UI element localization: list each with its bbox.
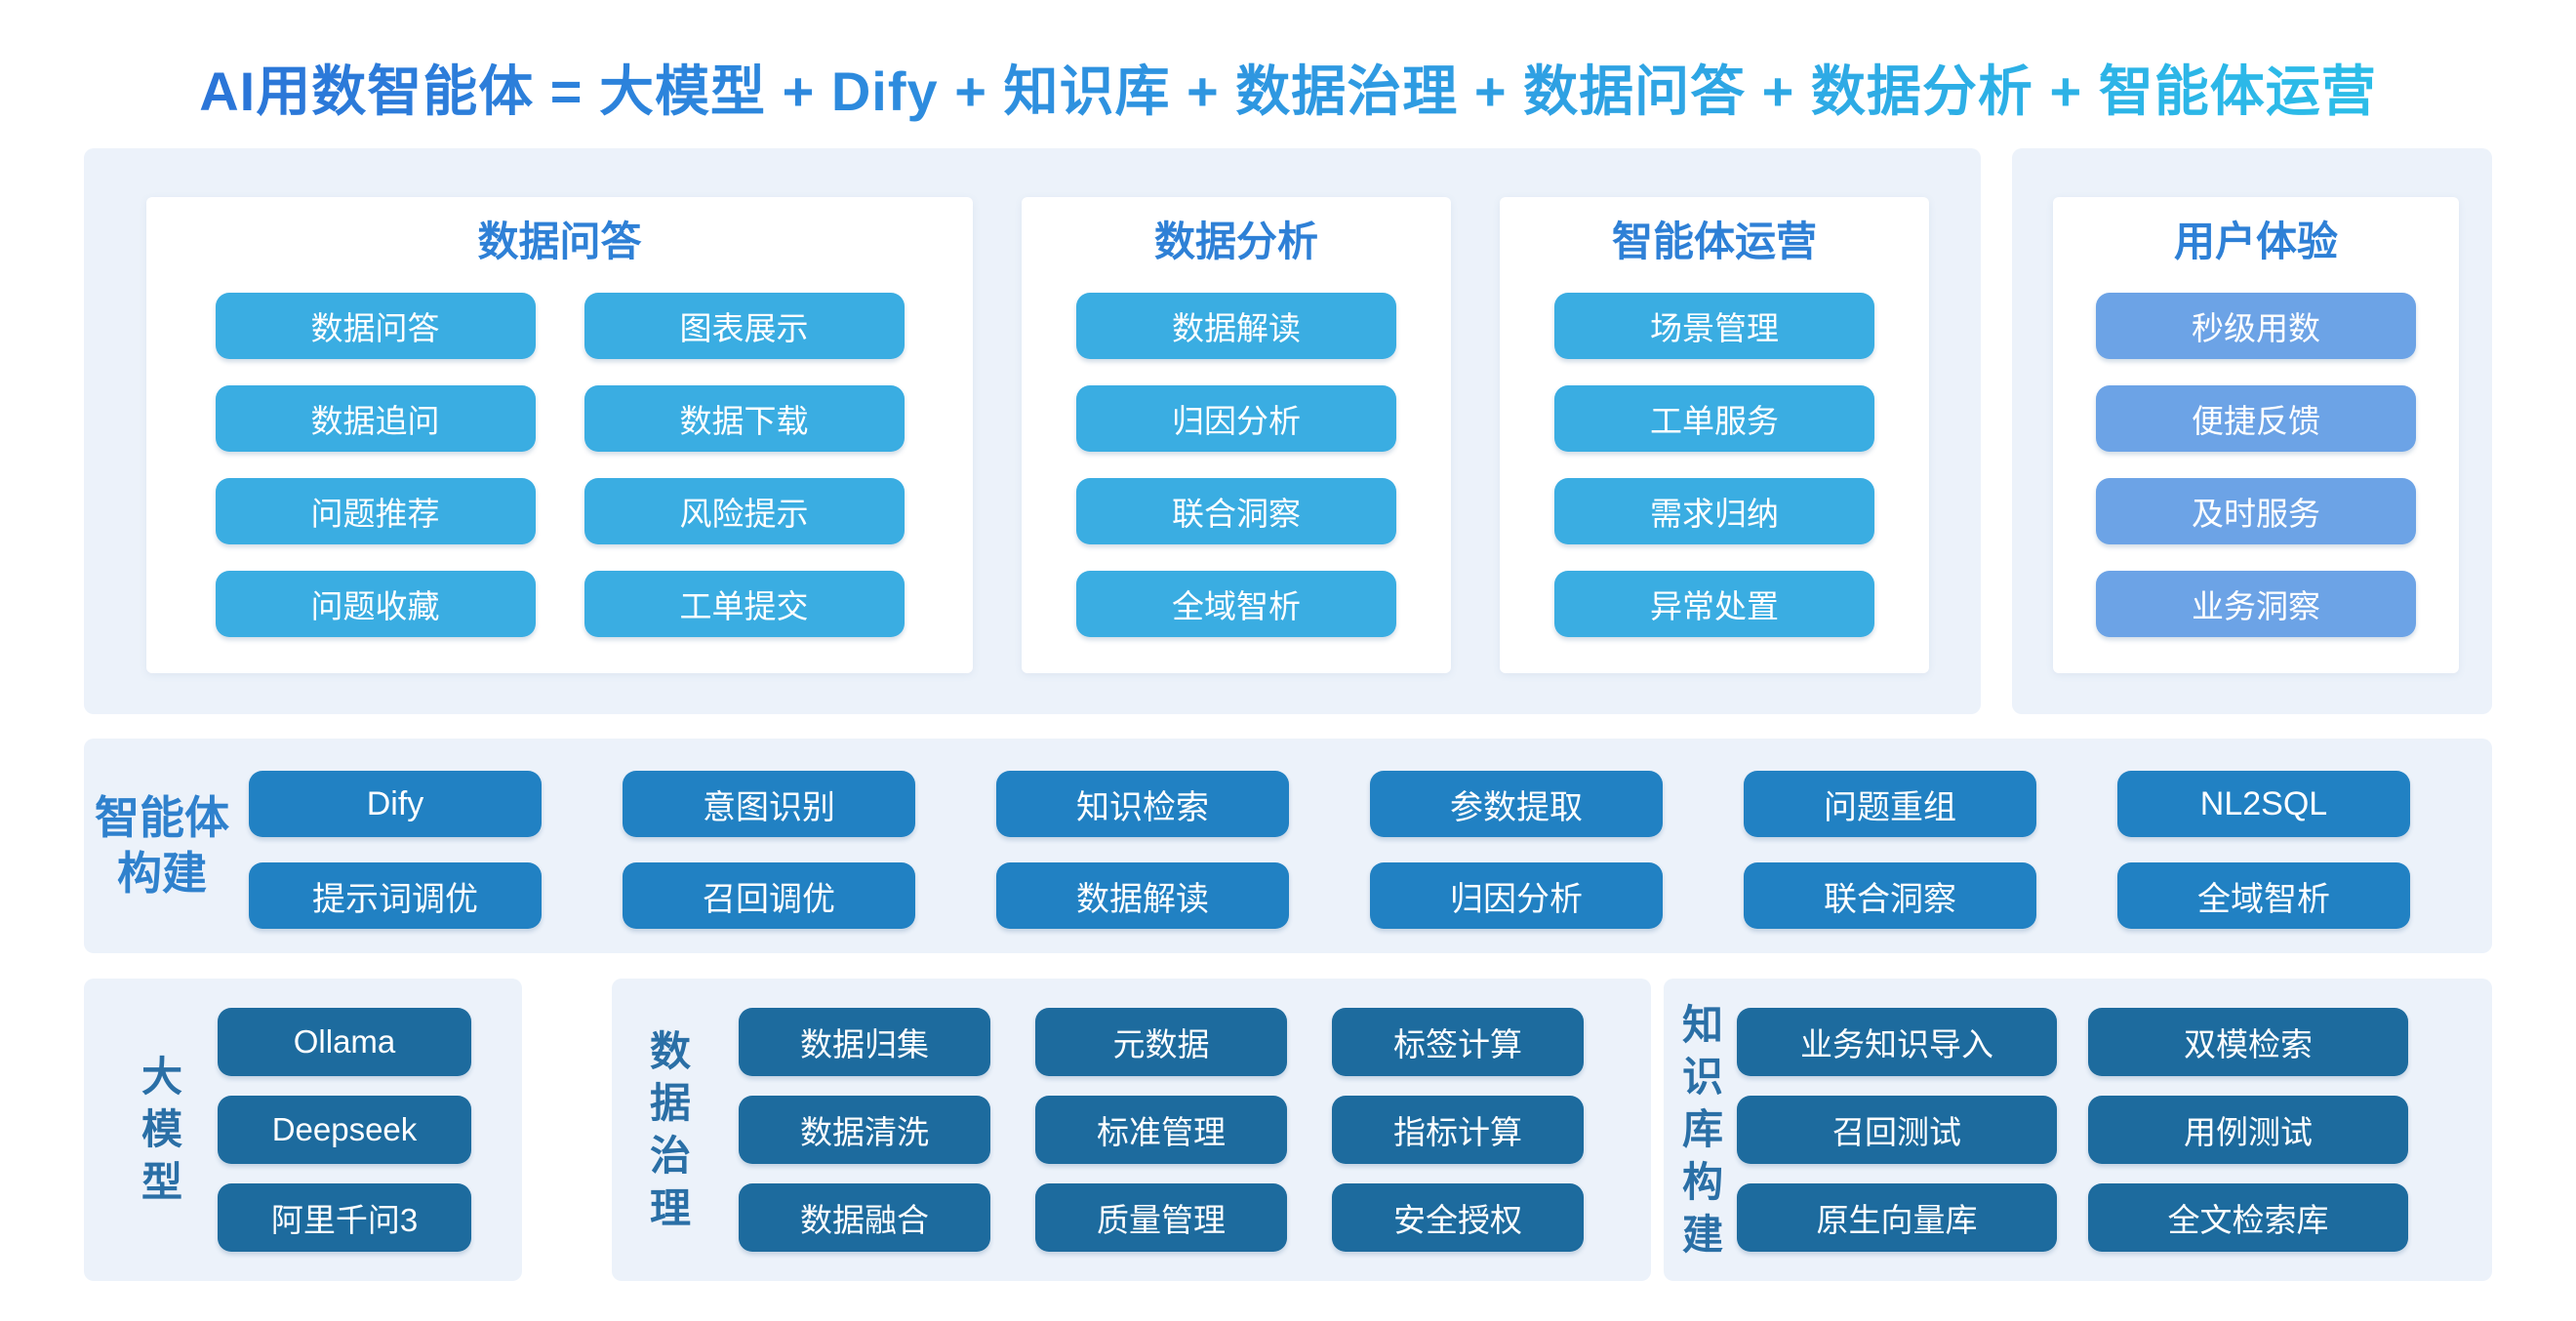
llm-panel: 大模型 Ollama Deepseek 阿里千问3 — [84, 979, 522, 1281]
user-experience-panel: 用户体验 秒级用数 便捷反馈 及时服务 业务洞察 — [2012, 148, 2492, 714]
top-chip: 联合洞察 — [1076, 478, 1396, 544]
card-data-analysis: 数据分析 数据解读 归因分析 联合洞察 全域智析 — [1022, 197, 1451, 673]
diagram-title: AI用数智能体 = 大模型 + Dify + 知识库 + 数据治理 + 数据问答… — [0, 33, 2576, 140]
user-experience-chip-grid: 秒级用数 便捷反馈 及时服务 业务洞察 — [2096, 293, 2416, 637]
ux-chip: 及时服务 — [2096, 478, 2416, 544]
llm-label-wrap: 大模型 — [84, 979, 240, 1281]
knowledge-base-panel: 知识库构建 业务知识导入 双模检索 召回测试 用例测试 原生向量库 全文检索库 — [1664, 979, 2492, 1281]
agent-building-label-line1: 智能体 — [95, 791, 229, 843]
bottom-chip: 用例测试 — [2088, 1096, 2408, 1164]
top-chip: 风险提示 — [584, 478, 905, 544]
bottom-chip: 标准管理 — [1035, 1096, 1287, 1164]
bottom-chip: 数据归集 — [739, 1008, 990, 1076]
bottom-chip: 质量管理 — [1035, 1183, 1287, 1252]
bottom-chip: 原生向量库 — [1737, 1183, 2057, 1252]
bottom-chip: 召回测试 — [1737, 1096, 2057, 1164]
bottom-chip: Ollama — [218, 1008, 471, 1076]
top-chip: 数据追问 — [215, 385, 536, 452]
agent-building-panel: 智能体 构建 Dify 意图识别 知识检索 参数提取 问题重组 NL2SQL 提… — [84, 739, 2492, 953]
knowledge-base-label-wrap: 知识库构建 — [1664, 979, 1742, 1281]
llm-label: 大模型 — [141, 1054, 182, 1205]
bottom-chip: 阿里千问3 — [218, 1183, 471, 1252]
card-heading-data-analysis: 数据分析 — [1153, 219, 1318, 264]
mid-chip: 数据解读 — [996, 862, 1289, 929]
mid-chip: Dify — [249, 771, 542, 837]
bottom-chip: 双模检索 — [2088, 1008, 2408, 1076]
data-qa-chip-grid: 数据问答 图表展示 数据追问 数据下载 问题推荐 风险提示 问题收藏 工单提交 — [215, 293, 905, 637]
mid-chip: 问题重组 — [1744, 771, 2036, 837]
top-chip: 需求归纳 — [1554, 478, 1874, 544]
top-chip: 数据下载 — [584, 385, 905, 452]
mid-chip: 联合洞察 — [1744, 862, 2036, 929]
mid-chip: 意图识别 — [623, 771, 915, 837]
bottom-chip: 数据融合 — [739, 1183, 990, 1252]
bottom-chip: 业务知识导入 — [1737, 1008, 2057, 1076]
bottom-chip: 数据清洗 — [739, 1096, 990, 1164]
card-data-qa: 数据问答 数据问答 图表展示 数据追问 数据下载 问题推荐 风险提示 问题收藏 … — [146, 197, 973, 673]
card-user-experience: 用户体验 秒级用数 便捷反馈 及时服务 业务洞察 — [2053, 197, 2459, 673]
knowledge-base-chip-grid: 业务知识导入 双模检索 召回测试 用例测试 原生向量库 全文检索库 — [1737, 1008, 2408, 1252]
top-chip: 工单提交 — [584, 571, 905, 637]
agent-operations-chip-grid: 场景管理 工单服务 需求归纳 异常处置 — [1554, 293, 1874, 637]
agent-building-chip-grid: Dify 意图识别 知识检索 参数提取 问题重组 NL2SQL 提示词调优 召回… — [249, 771, 2410, 929]
top-chip: 归因分析 — [1076, 385, 1396, 452]
top-chip: 图表展示 — [584, 293, 905, 359]
bottom-chip: Deepseek — [218, 1096, 471, 1164]
mid-chip: 召回调优 — [623, 862, 915, 929]
data-governance-panel: 数据治理 数据归集 元数据 标签计算 数据清洗 标准管理 指标计算 数据融合 质… — [612, 979, 1651, 1281]
top-capabilities-panel: 数据问答 数据问答 图表展示 数据追问 数据下载 问题推荐 风险提示 问题收藏 … — [84, 148, 1981, 714]
card-heading-data-qa: 数据问答 — [477, 219, 642, 264]
mid-chip: 知识检索 — [996, 771, 1289, 837]
bottom-chip: 元数据 — [1035, 1008, 1287, 1076]
data-governance-label: 数据治理 — [649, 1027, 691, 1231]
agent-building-label-line2: 构建 — [117, 848, 207, 899]
knowledge-base-label: 知识库构建 — [1681, 1001, 1723, 1258]
bottom-chip: 安全授权 — [1332, 1183, 1584, 1252]
bottom-chip: 标签计算 — [1332, 1008, 1584, 1076]
data-governance-label-wrap: 数据治理 — [612, 979, 729, 1281]
bottom-chip: 指标计算 — [1332, 1096, 1584, 1164]
agent-building-label: 智能体 构建 — [84, 739, 240, 953]
llm-chip-grid: Ollama Deepseek 阿里千问3 — [218, 1008, 471, 1252]
top-chip: 全域智析 — [1076, 571, 1396, 637]
top-chip: 数据解读 — [1076, 293, 1396, 359]
ux-chip: 秒级用数 — [2096, 293, 2416, 359]
bottom-chip: 全文检索库 — [2088, 1183, 2408, 1252]
mid-chip: 参数提取 — [1370, 771, 1663, 837]
top-chip: 异常处置 — [1554, 571, 1874, 637]
mid-chip: 提示词调优 — [249, 862, 542, 929]
top-chip: 问题收藏 — [215, 571, 536, 637]
card-agent-operations: 智能体运营 场景管理 工单服务 需求归纳 异常处置 — [1500, 197, 1929, 673]
ux-chip: 便捷反馈 — [2096, 385, 2416, 452]
top-chip: 问题推荐 — [215, 478, 536, 544]
card-heading-user-experience: 用户体验 — [2173, 219, 2338, 264]
data-governance-chip-grid: 数据归集 元数据 标签计算 数据清洗 标准管理 指标计算 数据融合 质量管理 安… — [739, 1008, 1584, 1252]
top-chip: 场景管理 — [1554, 293, 1874, 359]
ux-chip: 业务洞察 — [2096, 571, 2416, 637]
card-heading-agent-operations: 智能体运营 — [1611, 219, 1817, 264]
top-chip: 工单服务 — [1554, 385, 1874, 452]
mid-chip: 归因分析 — [1370, 862, 1663, 929]
data-analysis-chip-grid: 数据解读 归因分析 联合洞察 全域智析 — [1076, 293, 1396, 637]
mid-chip: NL2SQL — [2117, 771, 2410, 837]
mid-chip: 全域智析 — [2117, 862, 2410, 929]
top-chip: 数据问答 — [215, 293, 536, 359]
